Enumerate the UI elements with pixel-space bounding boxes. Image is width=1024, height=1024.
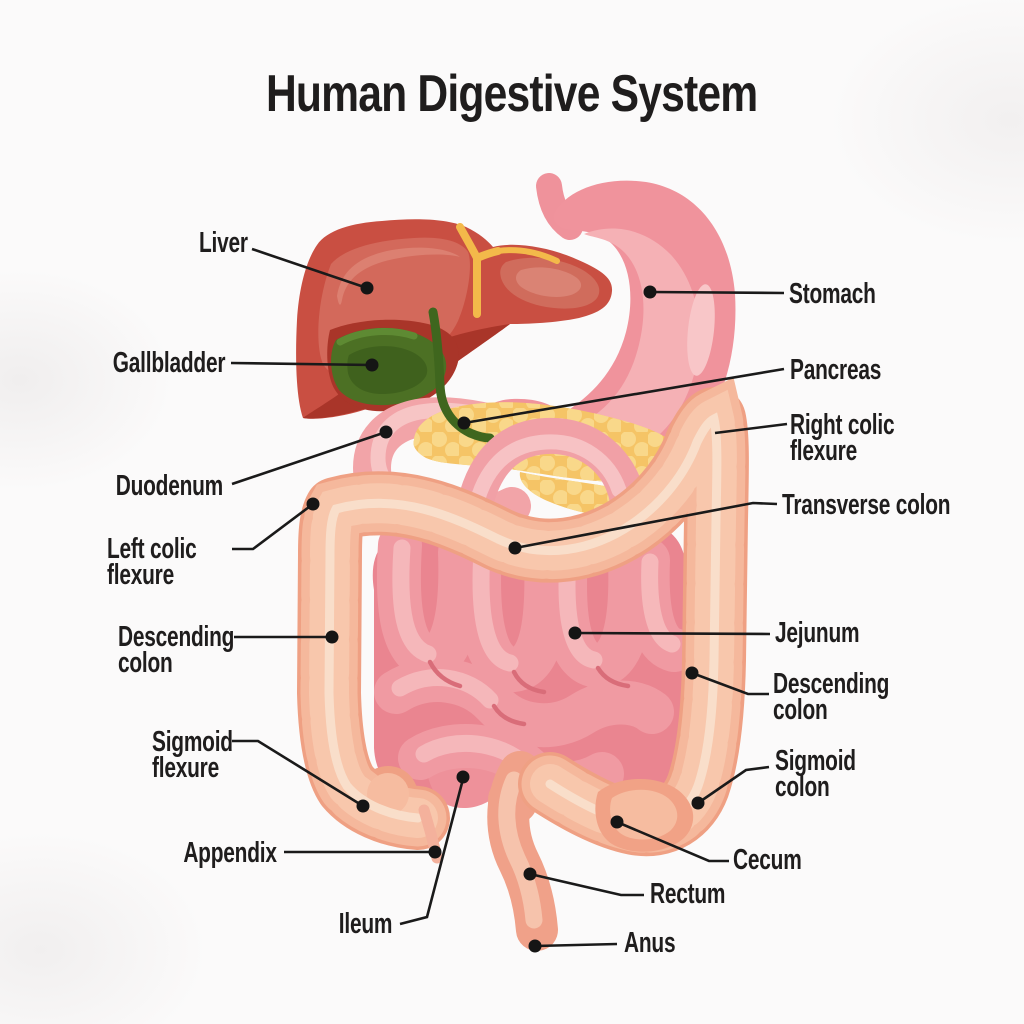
anus-line [534, 942, 618, 948]
right-lobe-core [515, 267, 582, 297]
gallbladder-rim [336, 328, 418, 346]
cecum-line [616, 820, 729, 863]
label-gallbladder: Gallbladder [112, 347, 225, 379]
cecum-dot [610, 815, 624, 829]
stomach-line [649, 290, 785, 295]
ileum-line [399, 778, 465, 926]
label-jejunum: Jejunum [775, 617, 860, 649]
stomach-dot [643, 285, 657, 299]
gallbladder-line [230, 361, 373, 367]
label-right-colic-flexure: Right colic flexure [790, 409, 895, 467]
leader-dots [306, 281, 705, 953]
rectum-line [529, 872, 644, 897]
sigmoid-flexure-dot [356, 799, 370, 813]
gallbladder-shape [331, 327, 447, 406]
anus-dot [528, 939, 542, 953]
sigmoid-flexure-line [232, 739, 364, 808]
left-colic-flexure-line [232, 502, 314, 551]
colon-shape [297, 377, 749, 857]
label-pancreas: Pancreas [790, 354, 882, 386]
label-appendix: Appendix [183, 837, 278, 869]
jejunum-dot [568, 626, 582, 640]
pancreas-line [463, 367, 785, 425]
appendix-dot [428, 845, 442, 859]
stomach-highlight [575, 228, 700, 459]
descending-colon-left-dot [325, 630, 339, 644]
left-colic-flexure-dot [306, 497, 320, 511]
label-duodenum: Duodenum [115, 470, 224, 502]
label-transverse-colon: Transverse colon [782, 489, 951, 521]
rectum-dot [523, 867, 537, 881]
descending-colon-right-dot [685, 666, 699, 680]
label-sigmoid-colon: Sigmoid colon [775, 745, 856, 803]
tenia-band [324, 412, 722, 829]
descending-colon-right-line [691, 671, 769, 696]
right-colic-flexure-line [714, 422, 788, 435]
bile-duct-shape [428, 307, 495, 443]
pancreas-dot [457, 416, 471, 430]
label-descending-colon-left: Descending colon [118, 621, 235, 679]
liver-sheen [337, 247, 460, 305]
label-stomach: Stomach [789, 278, 876, 310]
stomach-sheen [687, 284, 715, 376]
label-ileum: Ileum [338, 908, 393, 940]
duodenum-dot [379, 425, 393, 439]
gallbladder-inner [347, 346, 428, 394]
label-anus: Anus [624, 927, 676, 959]
gallbladder-dot [365, 358, 379, 372]
jejunum-line [574, 631, 771, 636]
liver-dot [360, 281, 374, 295]
duodenum-line [231, 430, 387, 486]
label-descending-colon-right: Descending colon [773, 668, 890, 726]
jejunum-tube-highlight [466, 434, 627, 522]
transverse-colon-dot [508, 541, 522, 555]
sigmoid-colon-line [697, 765, 770, 805]
label-left-colic-flexure: Left colic flexure [107, 533, 197, 591]
ileum-dot [456, 770, 470, 784]
liver-line [251, 247, 368, 290]
page-title-text: Human Digestive System [266, 65, 758, 123]
page-title: Human Digestive System [0, 66, 1024, 122]
label-liver: Liver [199, 227, 248, 259]
label-cecum: Cecum [733, 844, 802, 876]
label-rectum: Rectum [650, 878, 726, 910]
leader-lines [230, 247, 788, 948]
transverse-colon-line [514, 501, 778, 550]
rectum-highlight [498, 771, 543, 929]
falciform-ligament [456, 223, 560, 318]
sigmoid-colon-dot [691, 796, 705, 810]
label-sigmoid-flexure: Sigmoid flexure [152, 726, 233, 784]
